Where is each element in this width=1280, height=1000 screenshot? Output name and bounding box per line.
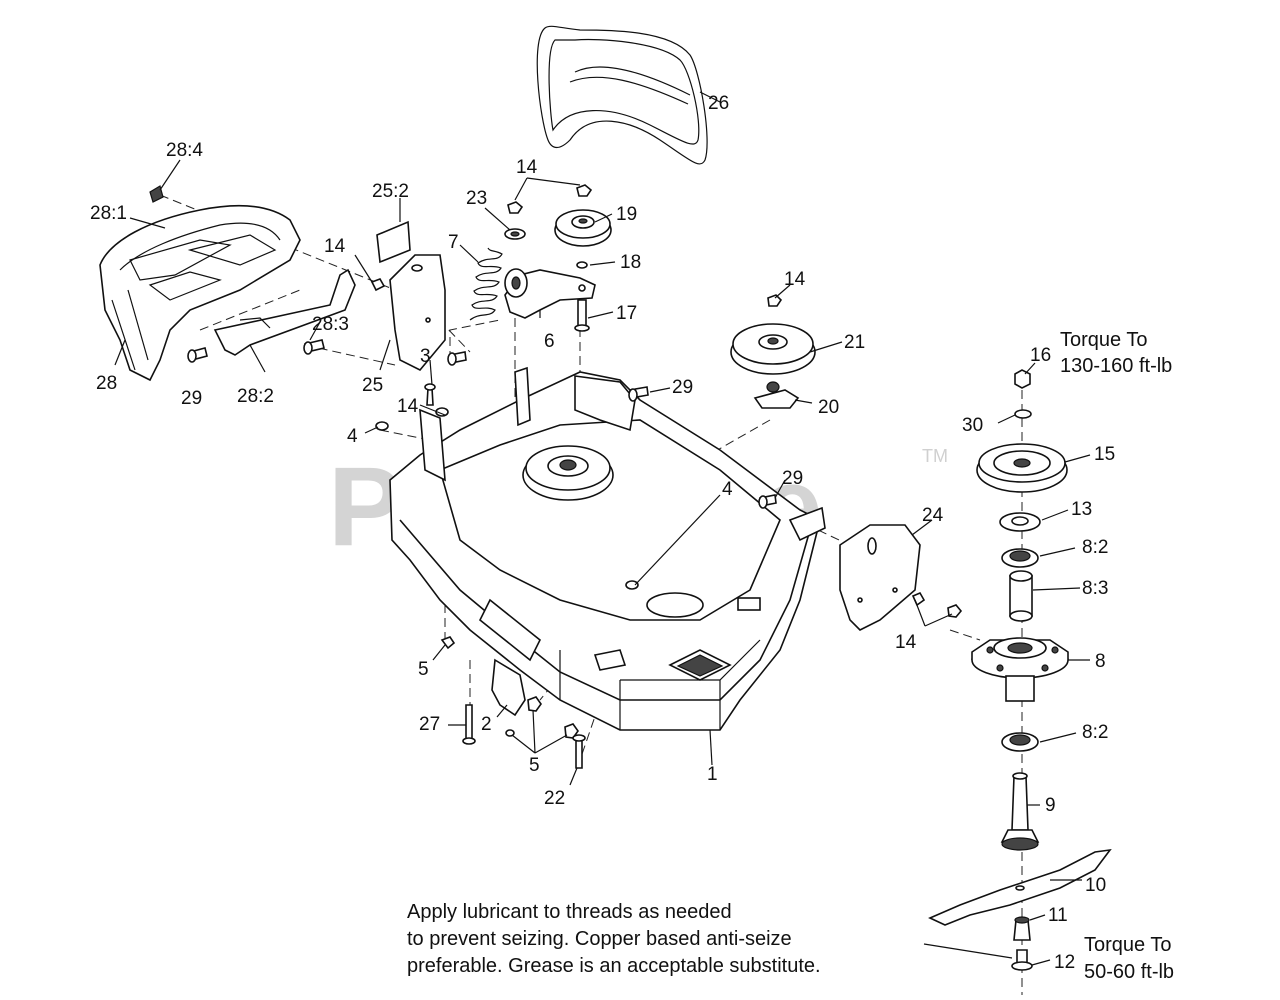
spindle-assembly [928,369,1112,971]
callout-28-4: 28:4 [166,140,203,161]
callout-9: 9 [1045,795,1056,816]
callout-29-left: 29 [181,388,202,409]
lubricant-note: Apply lubricant to threads as needed to … [407,901,821,977]
callout-14-right: 14 [784,269,806,290]
callout-12: 12 [1054,952,1075,973]
callout-labels: 26 28:4 28:1 25:2 14 23 19 7 14 18 28:3 … [90,93,1115,973]
deck-side-bracket [839,524,963,631]
torque-spec-bottom: Torque To 50-60 ft-lb [1084,934,1174,983]
cover-bracket [213,268,356,356]
callout-18: 18 [620,252,641,273]
callout-8: 8 [1095,651,1106,672]
callout-6: 6 [544,331,555,352]
mower-deck-housing [389,366,826,731]
callout-7: 7 [448,232,459,253]
idler-washer-bolt [574,261,590,332]
deck-bolts [375,351,777,590]
callout-25-2: 25:2 [372,181,409,202]
callout-27: 27 [419,714,440,735]
callout-14-left: 14 [324,236,346,257]
callout-24: 24 [922,505,944,526]
callout-5-left: 5 [418,659,429,680]
callout-4-mid: 4 [722,479,733,500]
callout-13: 13 [1071,499,1092,520]
callout-1: 1 [707,764,718,785]
note-line2: to prevent seizing. Copper based anti-se… [407,928,792,950]
torque-spec-top: Torque To 130-160 ft-lb [1060,329,1172,377]
note-line1: Apply lubricant to threads as needed [407,901,732,923]
callout-29-mid: 29 [672,377,693,398]
callout-2: 2 [481,714,492,735]
idler-pulley [554,209,612,247]
callout-20: 20 [818,397,839,418]
callout-19: 19 [616,204,637,225]
callout-8-2-bottom: 8:2 [1082,722,1108,743]
callout-17: 17 [616,303,637,324]
callout-21: 21 [844,332,865,353]
callout-23: 23 [466,188,487,209]
callout-14-mid: 14 [397,396,419,417]
callout-14-bracket: 14 [895,632,917,653]
callout-29-right: 29 [782,468,803,489]
drive-belt [536,25,708,165]
idler-hardware [370,184,593,292]
callout-25: 25 [362,375,383,396]
torque-bottom-line2: 50-60 ft-lb [1084,961,1174,983]
callout-8-2-top: 8:2 [1082,537,1108,558]
callout-11: 11 [1048,905,1068,926]
callout-4-left: 4 [347,426,358,447]
callout-3: 3 [420,346,431,367]
idler-spring [469,247,503,321]
callout-28-3: 28:3 [312,314,349,335]
callout-15: 15 [1094,444,1115,465]
callout-28-1: 28:1 [90,203,127,224]
idler-arm [504,268,596,319]
callout-10: 10 [1085,875,1106,896]
callout-28: 28 [96,373,117,394]
callout-14-top: 14 [516,157,538,178]
note-line3: preferable. Grease is an acceptable subs… [407,955,821,977]
callout-22: 22 [544,788,565,809]
leader-lines [114,91,1091,966]
callout-30: 30 [962,415,983,436]
callout-5-bottom: 5 [529,755,540,776]
callout-16: 16 [1030,345,1051,366]
callout-28-2: 28:2 [237,386,274,407]
cover-pins [187,339,325,363]
callout-26: 26 [708,93,729,114]
torque-top-line2: 130-160 ft-lb [1060,355,1172,377]
watermark-trademark: TM [922,446,948,466]
deck-idler-pulley [730,294,816,409]
torque-bottom-line1: Torque To [1084,934,1171,956]
belt-cover [99,185,301,382]
belt-guard-plate [376,220,446,371]
deck-bottom-hardware [440,636,586,769]
torque-top-line1: Torque To [1060,329,1147,351]
callout-8-3: 8:3 [1082,578,1108,599]
deck-pulley [522,445,614,501]
